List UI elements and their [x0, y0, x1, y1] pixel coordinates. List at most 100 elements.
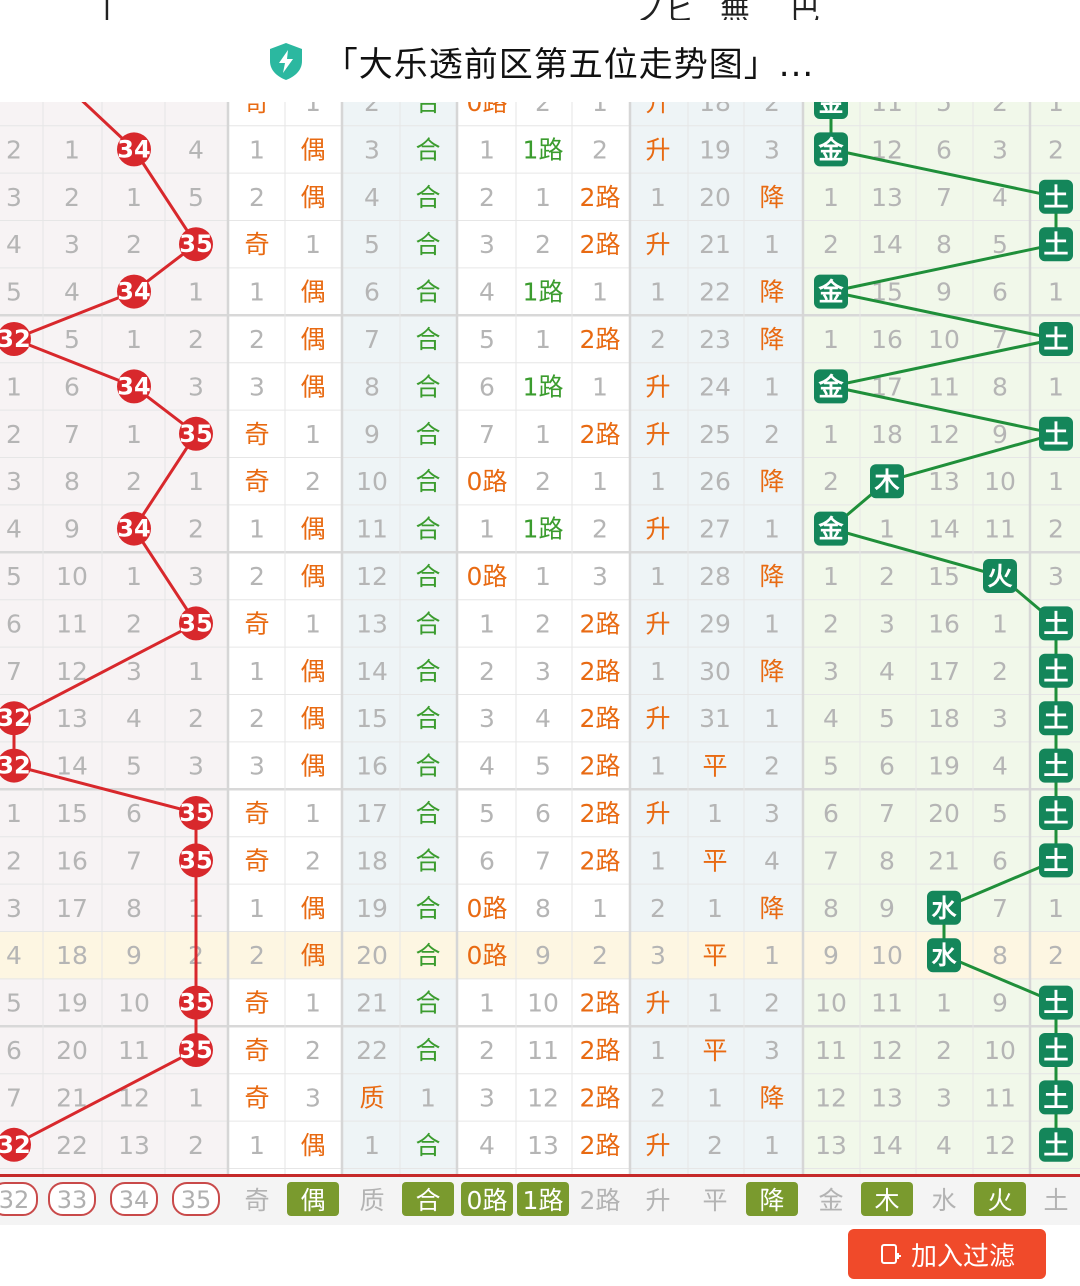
cell-value: 6 [126, 799, 142, 828]
cell-value: 17 [356, 799, 388, 828]
cell-value: 25 [699, 420, 731, 449]
element-badge-label: 土 [1043, 325, 1068, 354]
element-badge [1039, 653, 1073, 688]
cell-value: 1 [650, 562, 666, 591]
element-badge-label: 火 [987, 562, 1012, 591]
cell-value: 1 [479, 515, 495, 544]
cell-value: 平 [702, 846, 727, 875]
cell-value: 21 [699, 230, 731, 259]
filter-option-number[interactable] [0, 1182, 38, 1216]
cell-value: 2 [188, 704, 204, 733]
cell-value: 2 [6, 846, 22, 875]
column-bg [973, 102, 1030, 1174]
cell-value: 升 [645, 515, 670, 544]
filter-option-active[interactable] [517, 1182, 569, 1216]
column-bg [228, 102, 285, 1174]
cell-value: 12 [815, 1083, 847, 1112]
element-badge-label: 金 [817, 515, 844, 544]
cell-value: 19 [699, 135, 731, 164]
filter-option-active[interactable] [974, 1182, 1026, 1216]
filter-option-active[interactable] [861, 1182, 913, 1216]
element-badge-label: 金 [817, 102, 844, 117]
filter-option-active[interactable] [287, 1182, 339, 1216]
cell-value: 降 [759, 183, 784, 212]
cell-value: 4 [6, 941, 22, 970]
cell-value: 5 [992, 230, 1008, 259]
cell-value: 1 [707, 1083, 723, 1112]
filter-option-active[interactable] [746, 1182, 798, 1216]
cell-value: 2 [936, 1036, 952, 1065]
page-title: 「大乐透前区第五位走势图」... [323, 44, 815, 85]
cell-value: 2 [64, 183, 80, 212]
element-badge-label: 土 [1043, 420, 1068, 449]
cell-value: 2 [188, 1131, 204, 1160]
cell-value: 2 [249, 325, 265, 354]
cell-value: 1 [126, 420, 142, 449]
column-bg [342, 102, 400, 1174]
cell-value: 22 [356, 1036, 388, 1065]
filter-option-number[interactable] [172, 1182, 220, 1216]
number-ball [0, 748, 31, 783]
cell-value: 27 [699, 515, 731, 544]
cell-value: 13 [815, 1131, 847, 1160]
cell-value: 18 [56, 941, 88, 970]
cell-value: 16 [356, 752, 388, 781]
filter-option-label: 2路 [580, 1186, 621, 1215]
cell-value: 21 [356, 989, 388, 1018]
cell-value: 1 [6, 372, 22, 401]
filter-option-label: 34 [119, 1186, 150, 1214]
cell-value: 5 [364, 230, 380, 259]
cell-value: 10 [815, 989, 847, 1018]
cell-value: 12 [527, 1083, 559, 1112]
column-bg [285, 102, 342, 1174]
cell-value: 2 [1048, 515, 1064, 544]
ball-number: 34 [117, 515, 150, 543]
cell-value: 合 [415, 846, 440, 875]
cell-value: 5 [6, 989, 22, 1018]
number-ball [117, 369, 151, 404]
cell-value: 14 [871, 230, 903, 259]
cell-value: 30 [699, 657, 731, 686]
cell-value: 6 [6, 609, 22, 638]
filter-option-label: 32 [0, 1186, 29, 1214]
cell-value: 奇 [244, 420, 269, 449]
cell-value: 奇 [244, 799, 269, 828]
cell-value: 1 [479, 989, 495, 1018]
cell-value: 合 [415, 515, 440, 544]
cell-value: 4 [479, 1131, 495, 1160]
cell-value: 1 [249, 515, 265, 544]
cell-value: 2 [249, 562, 265, 591]
cell-value: 12 [871, 1036, 903, 1065]
status-fragment: ノ [636, 0, 666, 20]
filter-option-label: 质 [359, 1186, 384, 1215]
cell-value: 合 [415, 1131, 440, 1160]
cell-value: 1 [650, 657, 666, 686]
cell-value: 合 [415, 562, 440, 591]
cell-value: 2 [305, 1036, 321, 1065]
cell-value: 2 [535, 609, 551, 638]
cell-value: 1 [764, 1131, 780, 1160]
cell-value: 9 [64, 515, 80, 544]
filter-option-active[interactable] [402, 1182, 454, 1216]
cell-value: 2 [764, 102, 780, 117]
cell-value: 2 [364, 102, 380, 117]
cell-value: 10 [118, 989, 150, 1018]
cell-value: 11 [118, 1036, 150, 1065]
filter-option-number[interactable] [48, 1182, 96, 1216]
cell-value: 1 [764, 941, 780, 970]
cell-value: 10 [56, 562, 88, 591]
cell-value: 偶 [300, 752, 325, 781]
cell-value: 5 [126, 752, 142, 781]
cell-value: 5 [6, 278, 22, 307]
filter-option-active[interactable] [461, 1182, 513, 1216]
filter-option-number[interactable] [110, 1182, 158, 1216]
cell-value: 1 [879, 515, 895, 544]
filter-option-label: 平 [702, 1186, 727, 1215]
cell-value: 14 [871, 1131, 903, 1160]
cell-value: 1 [305, 989, 321, 1018]
filter-option-label: 33 [57, 1186, 88, 1214]
cell-value: 18 [871, 420, 903, 449]
element-badge-label: 土 [1043, 609, 1068, 638]
add-filter-button[interactable]: 加入过滤 [848, 1229, 1046, 1279]
